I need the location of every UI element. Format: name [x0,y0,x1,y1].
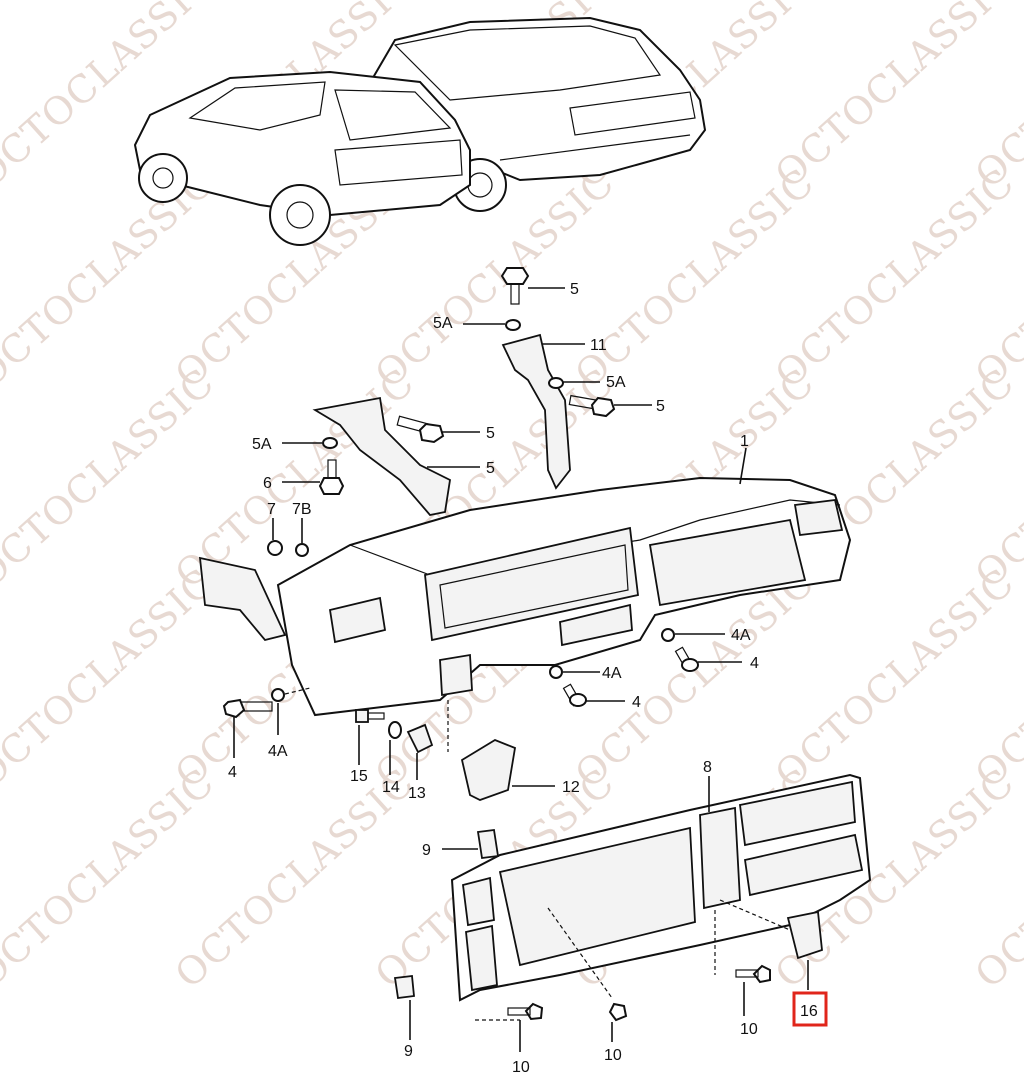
callout-label-11: 11 [590,337,607,354]
callout-label-5a: 5A [606,374,626,391]
callout-label-5a: 5A [433,315,453,332]
highlight-box [792,991,828,1027]
callout-label-4a: 4A [731,627,751,644]
callout-labels: 5 5A 11 5A 5 5A 5 6 5 1 7 7B 4A 4 4A 4 4 4A 15 14 13 12 8 9 9 10 1… [228,281,818,1076]
callout-label-5: 5 [486,425,495,442]
callout-label-10: 10 [740,1021,758,1038]
callout-label-5: 5 [486,460,495,477]
callout-label-9: 9 [404,1043,413,1060]
callout-label-7b: 7B [292,501,312,518]
callout-label-5: 5 [656,398,665,415]
callout-label-7: 7 [267,501,276,518]
callout-label-5: 5 [570,281,579,298]
callout-label-4a: 4A [602,665,622,682]
callout-label-16: 16 [800,1003,818,1020]
callout-label-4: 4 [228,764,237,781]
cars-illustration [133,16,707,246]
callout-label-1: 1 [740,433,749,450]
callout-label-4: 4 [750,655,759,672]
callout-label-6: 6 [263,475,272,492]
instrument-bezel [393,773,872,1022]
callout-label-10: 10 [604,1047,622,1064]
callout-label-14: 14 [382,779,400,796]
brackets [312,333,571,516]
leader-lines [233,287,809,1052]
callout-label-4a: 4A [268,743,288,760]
callout-label-15: 15 [350,768,368,785]
callout-label-13: 13 [408,785,426,802]
fasteners [222,267,699,801]
callout-label-8: 8 [703,759,712,776]
callout-label-5a: 5A [252,436,272,453]
dashboard-assembly [198,476,852,717]
callout-label-10: 10 [512,1059,530,1076]
callout-label-9: 9 [422,842,431,859]
callout-label-4: 4 [632,694,641,711]
callout-label-12: 12 [562,779,580,796]
